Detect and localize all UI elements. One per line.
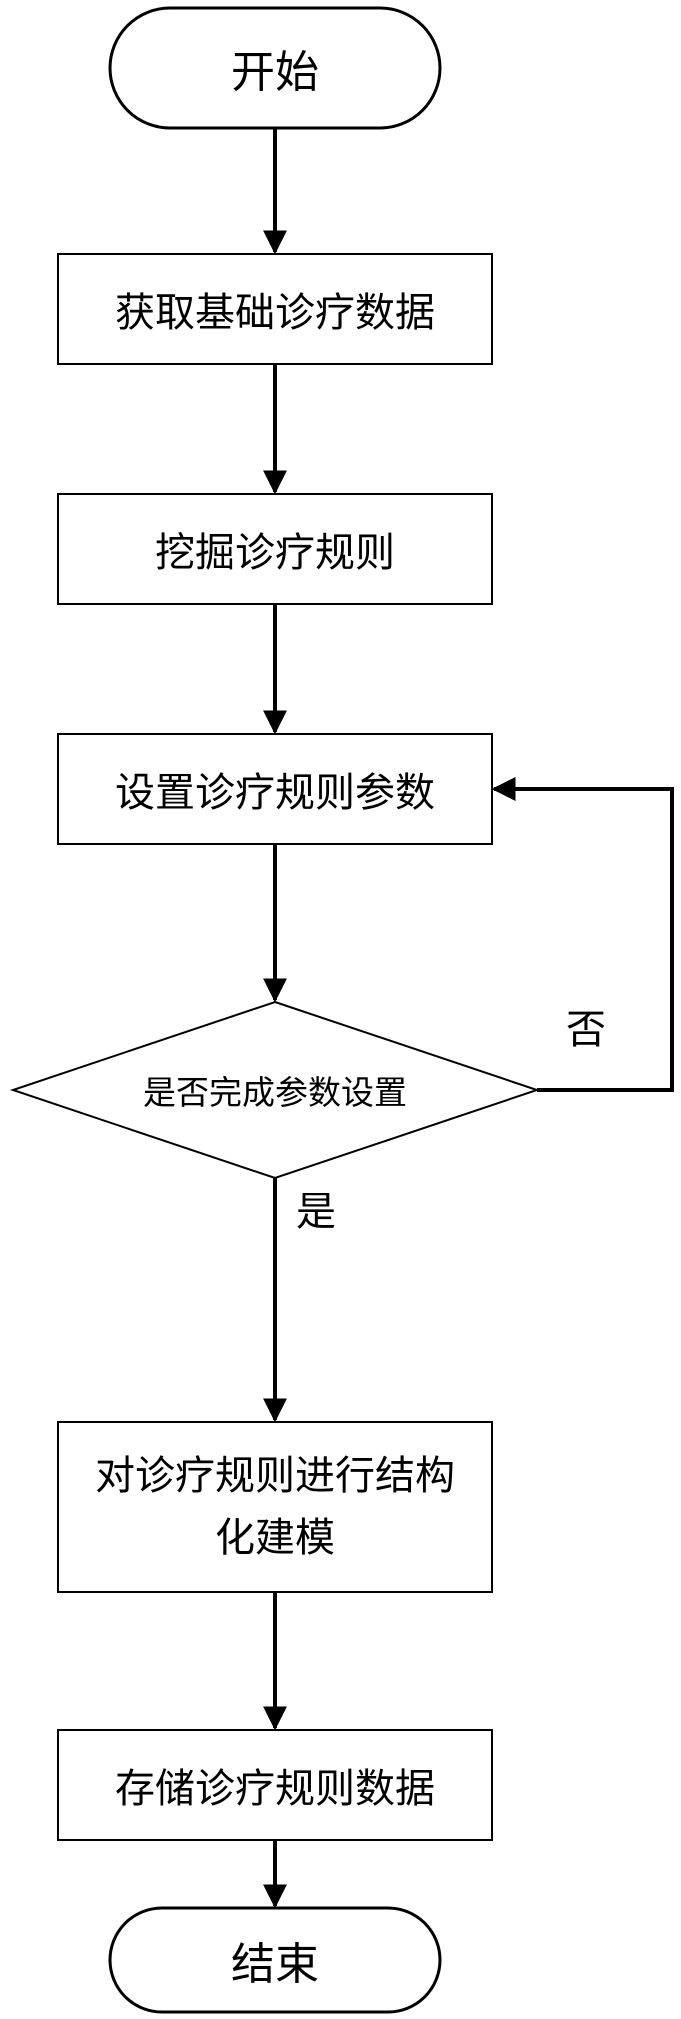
step1-box bbox=[57, 253, 493, 365]
start-label: 开始 bbox=[231, 47, 319, 98]
step5-label: 存储诊疗规则数据 bbox=[115, 1766, 435, 1812]
step2-label: 挖掘诊疗规则 bbox=[155, 530, 395, 576]
no-branch-label: 否 bbox=[566, 1007, 606, 1053]
step5-box bbox=[57, 1729, 493, 1841]
step1-label: 获取基础诊疗数据 bbox=[115, 290, 435, 336]
yes-branch-label: 是 bbox=[296, 1189, 336, 1235]
step3-box bbox=[57, 733, 493, 845]
step4-label: 对诊疗规则进行结构化建模 bbox=[95, 1453, 455, 1561]
arrow-decision-no-loop bbox=[491, 777, 674, 1092]
decision-label: 是否完成参数设置 bbox=[143, 1073, 407, 1112]
step3-label: 设置诊疗规则参数 bbox=[115, 770, 435, 816]
end-label: 结束 bbox=[231, 1939, 319, 1990]
